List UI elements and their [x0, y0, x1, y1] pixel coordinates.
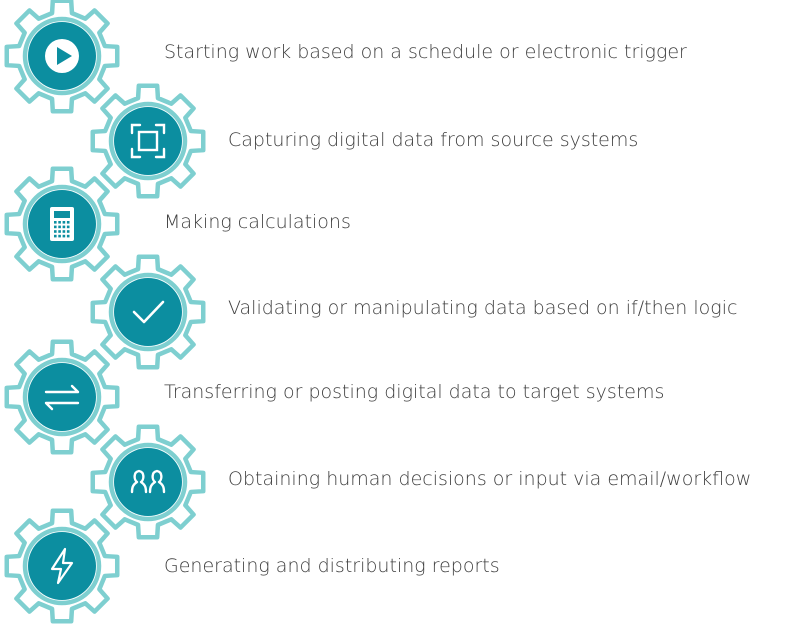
- gear-icon: [4, 508, 120, 624]
- step-4-gear: [86, 250, 210, 374]
- people-icon: [130, 469, 166, 494]
- step-5-label: Transferring or posting digital data to …: [164, 381, 665, 403]
- gear-icon: [4, 0, 120, 114]
- play-icon: [45, 39, 79, 73]
- lightning-icon: [50, 547, 74, 585]
- gear-icon: [4, 339, 120, 455]
- gear-icon: [90, 254, 206, 370]
- gear-icon: [90, 424, 206, 540]
- gear-icon: [4, 166, 120, 282]
- gear-icon: [90, 83, 206, 199]
- step-4-label: Validating or manipulating data based on…: [228, 297, 738, 319]
- step-1-gear: [0, 0, 124, 118]
- step-3-label: Making calculations: [164, 211, 351, 233]
- step-7-gear: [0, 504, 124, 628]
- capture-frame-icon: [130, 123, 166, 159]
- step-2-gear: [86, 79, 210, 203]
- checkmark-icon: [132, 300, 165, 324]
- step-6-gear: [86, 420, 210, 544]
- step-2-label: Capturing digital data from source syste…: [228, 129, 639, 151]
- step-6-label: Obtaining human decisions or input via e…: [228, 468, 752, 490]
- transfer-arrows-icon: [44, 384, 80, 411]
- step-7-label: Generating and distributing reports: [164, 555, 500, 577]
- step-1-label: Starting work based on a schedule or ele…: [164, 41, 687, 63]
- step-3-gear: [0, 162, 124, 286]
- calculator-icon: [50, 207, 74, 241]
- step-5-gear: [0, 335, 124, 459]
